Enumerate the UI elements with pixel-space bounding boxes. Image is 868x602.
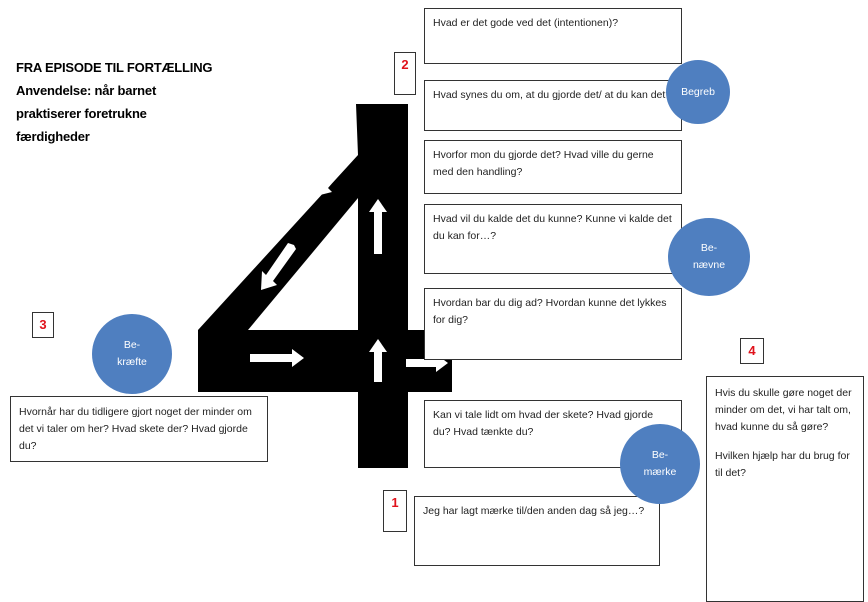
circle-benaevne-label: Be- nævne xyxy=(692,242,726,271)
question-noticed: Jeg har lagt mærke til/den anden dag så … xyxy=(423,505,645,517)
question-box-opinion: Hvad synes du om, at du gjorde det/ at d… xyxy=(424,80,682,131)
question-name: Hvad vil du kalde det du kunne? Kunne vi… xyxy=(433,213,672,242)
title-line-4: færdigheder xyxy=(16,129,90,144)
question-box-why: Hvorfor mon du gjorde det? Hvad ville du… xyxy=(424,140,682,194)
circle-begreb-label: Begreb xyxy=(681,85,715,98)
number-box-2: 2 xyxy=(394,52,416,95)
question-box-earlier: Hvornår har du tidligere gjort noget der… xyxy=(10,396,268,462)
arrow-up-1 xyxy=(369,199,387,254)
circle-begreb: Begreb xyxy=(666,60,730,124)
question-box-intention: Hvad er det gode ved det (intentionen)? xyxy=(424,8,682,64)
question-box-future: Hvis du skulle gøre noget der minder om … xyxy=(706,376,864,602)
arrow-down-left-2 xyxy=(261,243,296,290)
title-line-2: Anvendelse: når barnet xyxy=(16,83,157,98)
question-opinion: Hvad synes du om, at du gjorde det/ at d… xyxy=(433,89,672,101)
number-3: 3 xyxy=(39,317,47,332)
number-box-1: 1 xyxy=(383,490,407,532)
question-what-happened: Kan vi tale lidt om hvad der skete? Hvad… xyxy=(433,409,654,438)
circle-bemaerke-label: Be- mærke xyxy=(643,449,677,478)
question-why: Hvorfor mon du gjorde det? Hvad ville du… xyxy=(433,149,654,178)
circle-benaevne: Be- nævne xyxy=(668,218,750,296)
road-four-inner-hole xyxy=(248,198,358,330)
number-4: 4 xyxy=(748,343,756,358)
circle-bekraefte: Be- kræfte xyxy=(92,314,172,394)
number-box-4: 4 xyxy=(740,338,764,364)
circle-bemaerke: Be- mærke xyxy=(620,424,700,504)
question-intention: Hvad er det gode ved det (intentionen)? xyxy=(433,17,619,29)
arrow-down-left-1 xyxy=(316,150,354,196)
question-future: Hvis du skulle gøre noget der minder om … xyxy=(715,387,852,433)
number-2: 2 xyxy=(401,57,409,72)
question-help: Hvilken hjælp har du brug for til det? xyxy=(715,450,850,479)
arrow-right-1 xyxy=(250,349,304,367)
question-box-noticed: Jeg har lagt mærke til/den anden dag så … xyxy=(414,496,660,566)
question-earlier: Hvornår har du tidligere gjort noget der… xyxy=(19,406,252,452)
diagram-title: FRA EPISODE TIL FORTÆLLING Anvendelse: n… xyxy=(16,56,276,148)
question-box-name: Hvad vil du kalde det du kunne? Kunne vi… xyxy=(424,204,682,274)
number-1: 1 xyxy=(391,495,399,510)
question-how: Hvordan bar du dig ad? Hvordan kunne det… xyxy=(433,297,667,326)
circle-bekraefte-label: Be- kræfte xyxy=(117,339,147,368)
arrow-up-2 xyxy=(369,339,387,382)
number-box-3: 3 xyxy=(32,312,54,338)
title-line-1: FRA EPISODE TIL FORTÆLLING xyxy=(16,60,213,75)
title-line-3: praktiserer foretrukne xyxy=(16,106,147,121)
question-box-how: Hvordan bar du dig ad? Hvordan kunne det… xyxy=(424,288,682,360)
